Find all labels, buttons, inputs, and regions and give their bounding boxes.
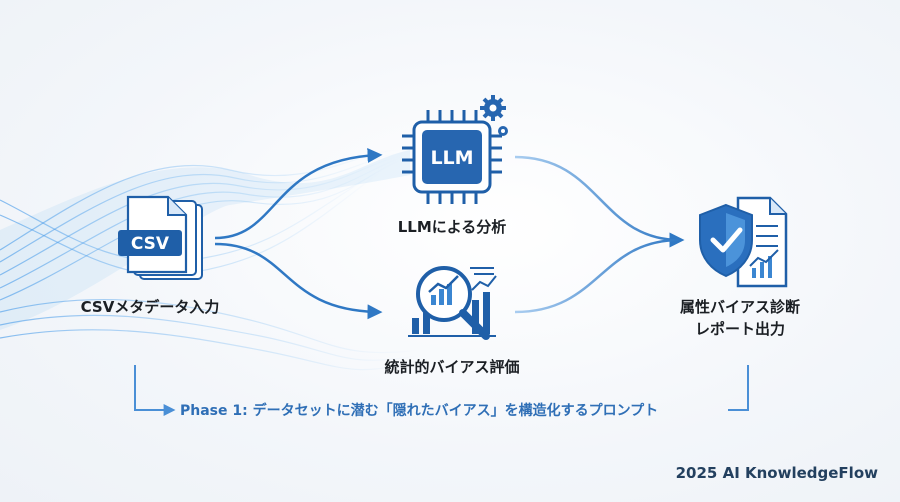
gear-icon	[480, 95, 508, 136]
chip-icon	[402, 110, 502, 204]
phase-bracket-line-right	[728, 365, 749, 411]
arrow-csv-to-stats	[214, 242, 383, 320]
csv-label: CSVメタデータ入力	[80, 298, 220, 316]
llm-chip-text: LLM	[430, 147, 473, 169]
stats-label: 統計的バイアス評価	[384, 358, 520, 376]
arrow-csv-to-llm	[214, 148, 383, 240]
shield-check-icon	[699, 196, 788, 288]
arrow-stats-to-report	[514, 238, 681, 314]
llm-label: LLMによる分析	[397, 218, 507, 236]
wave-glow	[0, 150, 410, 330]
phase-caption: Phase 1: データセットに潜む「隠れたバイアス」を構造化するプロンプト	[180, 403, 659, 419]
report-label-line1: 属性バイアス診断	[679, 298, 800, 316]
arrow-llm-to-report	[514, 155, 685, 248]
document-stack-icon	[118, 195, 203, 280]
csv-icon-text: CSV	[131, 234, 170, 254]
magnifier-chart-icon	[408, 266, 497, 340]
phase-bracket-line	[134, 365, 176, 416]
report-label-line2: レポート出力	[694, 320, 785, 338]
brand-footer: 2025 AI KnowledgeFlow	[675, 464, 878, 482]
